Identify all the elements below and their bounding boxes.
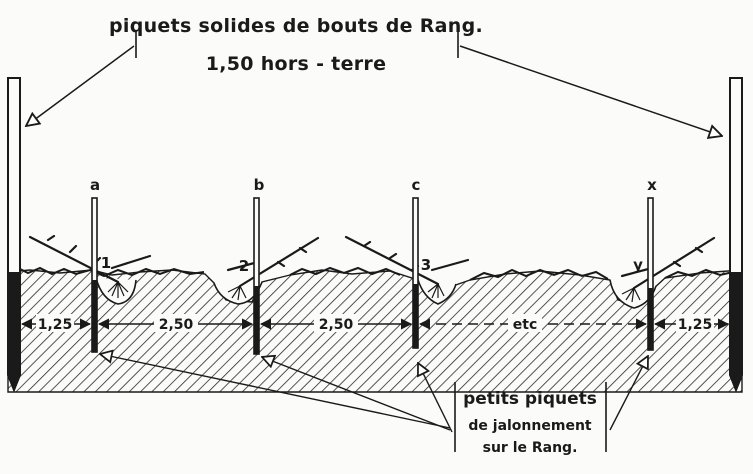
stake-letter-a: a [90, 176, 100, 194]
planting-hole-1 [95, 277, 137, 305]
plant-number-y: y [633, 256, 643, 274]
dimension-left-end: 1,25 [38, 317, 73, 333]
stake-letter-b: b [254, 176, 265, 194]
plant-number-2: 2 [239, 257, 249, 275]
dimension-span-2: 2,50 [319, 317, 354, 333]
stake-letter-c: c [412, 176, 421, 194]
bottom-note-line2: de jalonnement [468, 418, 592, 434]
dimension-span-etc: etc [513, 317, 538, 333]
top-pointer-arrows [26, 45, 722, 136]
vine-cuttings [28, 234, 716, 290]
bottom-pointer-arrows [100, 354, 648, 433]
top-note-line1: piquets solides de bouts de Rang. [109, 15, 483, 37]
plant-number-1: 1 [101, 254, 111, 272]
dimension-label-bg [36, 314, 714, 332]
planting-hole-3 [417, 279, 457, 305]
end-stake-right [729, 77, 743, 393]
roots [107, 281, 641, 303]
bottom-note-bracket [454, 382, 607, 452]
plant-number-3: 3 [421, 256, 431, 274]
bottom-note-line3: sur le Rang. [483, 440, 578, 456]
top-note-line2: 1,50 hors - terre [206, 53, 387, 75]
top-note-bracket [135, 32, 459, 58]
stake-letter-x: x [647, 176, 657, 194]
end-stake-left [7, 77, 21, 393]
dimension-right-end: 1,25 [678, 317, 713, 333]
dimension-span-1: 2,50 [159, 317, 194, 333]
bottom-note-line1: petits piquets [463, 389, 597, 409]
marker-stakes-buried [92, 280, 653, 354]
